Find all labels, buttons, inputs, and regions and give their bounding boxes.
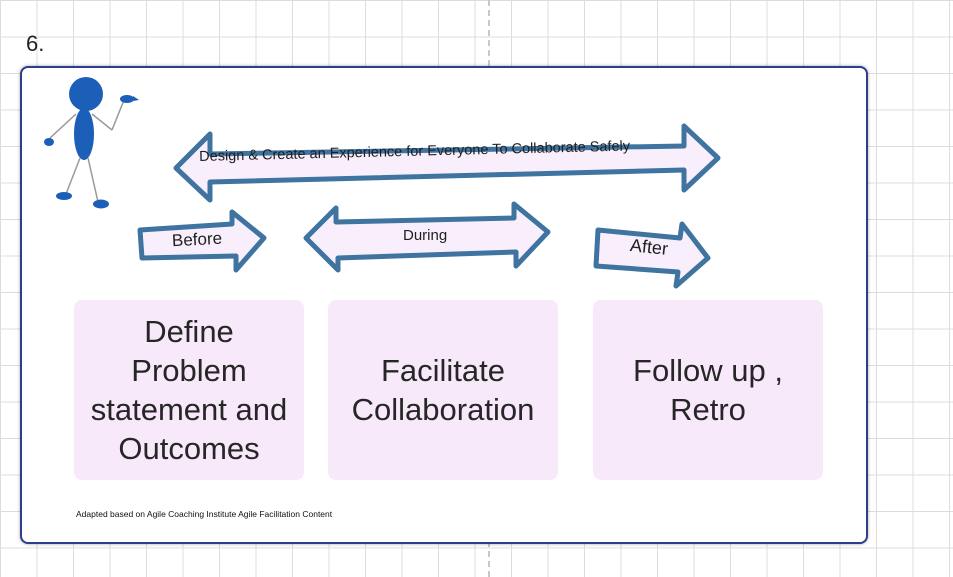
during-double-arrow	[303, 201, 551, 273]
card-facilitate-collaboration-text: Facilitate Collaboration	[351, 353, 535, 427]
after-arrow-label: After	[629, 235, 670, 259]
card-define-problem: Define Problem statement and Outcomes	[74, 300, 304, 480]
card-follow-up-retro: Follow up , Retro	[593, 300, 823, 480]
card-follow-up-retro-text: Follow up , Retro	[633, 353, 783, 427]
main-double-arrow	[173, 123, 721, 203]
before-arrow-label: Before	[171, 228, 223, 251]
after-arrow	[593, 221, 711, 289]
card-define-problem-text: Define Problem statement and Outcomes	[90, 314, 288, 466]
before-arrow	[137, 209, 267, 273]
card-facilitate-collaboration: Facilitate Collaboration	[328, 300, 558, 480]
stick-figure-icon	[44, 77, 139, 209]
slide-number: 6.	[26, 31, 45, 56]
during-arrow-label: During	[403, 227, 448, 244]
attribution-footnote: Adapted based on Agile Coaching Institut…	[76, 509, 333, 519]
